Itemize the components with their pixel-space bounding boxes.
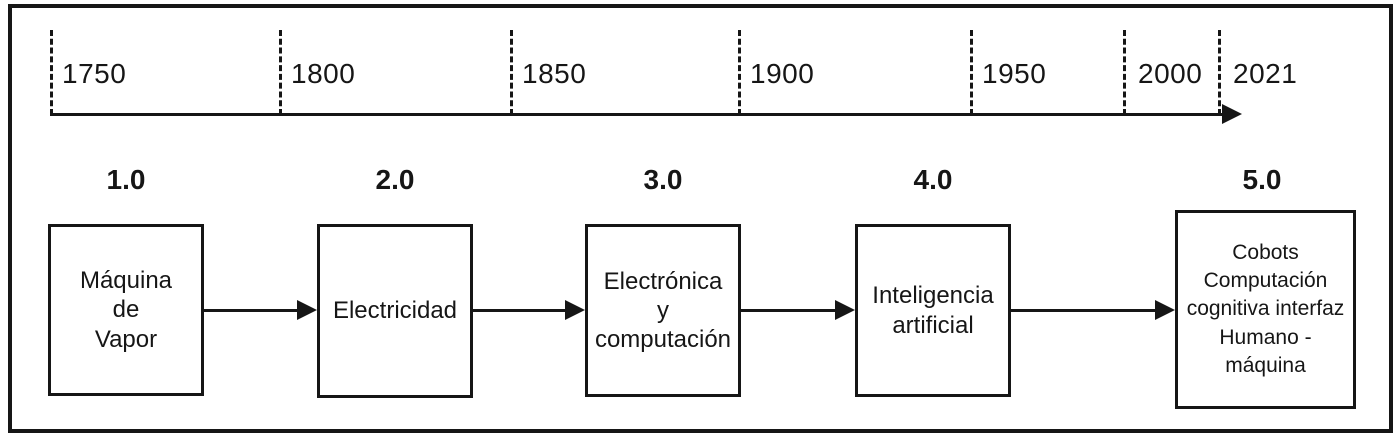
tick-dash-1900 [738, 30, 741, 115]
era-number-5: 5.0 [1242, 164, 1282, 195]
era-box-steam-engine: Máquina de Vapor [48, 224, 204, 396]
flow-arrow-line [741, 308, 839, 312]
year-label: 1900 [750, 58, 815, 89]
year-label: 1750 [62, 58, 127, 89]
era-box-label: Electrónica y computación [594, 267, 732, 354]
year-label: 2000 [1138, 58, 1203, 89]
year-label: 2021 [1233, 58, 1298, 89]
arrowhead-right-icon [1155, 300, 1175, 320]
era-box-label: Máquina de Vapor [79, 267, 173, 353]
flow-arrow-line [204, 308, 301, 312]
flow-arrow-line [1011, 308, 1159, 312]
era-number-4: 4.0 [913, 164, 953, 195]
era-box-label: Inteligencia artificial [872, 282, 994, 339]
arrowhead-right-icon [297, 300, 317, 320]
era-number-2: 2.0 [375, 164, 415, 195]
era-number-1: 1.0 [106, 164, 146, 195]
tick-dash-2000 [1123, 30, 1126, 115]
arrowhead-right-icon [1222, 104, 1242, 124]
timeline-axis-line [50, 112, 1226, 116]
era-box-electronics-computing: Electrónica y computación [585, 224, 741, 397]
era-box-label: Electricidad [332, 297, 458, 325]
tick-dash-1950 [970, 30, 973, 115]
era-box-cobots-cognitive: Cobots Computación cognitiva interfaz Hu… [1175, 210, 1356, 409]
tick-dash-1800 [279, 30, 282, 115]
year-label: 1950 [982, 58, 1047, 89]
tick-dash-1850 [510, 30, 513, 115]
year-label: 1850 [522, 58, 587, 89]
outer-border [8, 4, 1393, 433]
era-number-3: 3.0 [643, 164, 683, 195]
arrowhead-right-icon [565, 300, 585, 320]
year-label: 1800 [291, 58, 356, 89]
era-box-label: Cobots Computación cognitiva interfaz Hu… [1186, 241, 1345, 377]
flow-arrow-line [473, 308, 569, 312]
tick-dash-2021 [1218, 30, 1221, 115]
tick-dash-1750 [50, 30, 53, 115]
era-box-artificial-intelligence: Inteligencia artificial [855, 224, 1011, 397]
era-box-electricity: Electricidad [317, 224, 473, 398]
arrowhead-right-icon [835, 300, 855, 320]
